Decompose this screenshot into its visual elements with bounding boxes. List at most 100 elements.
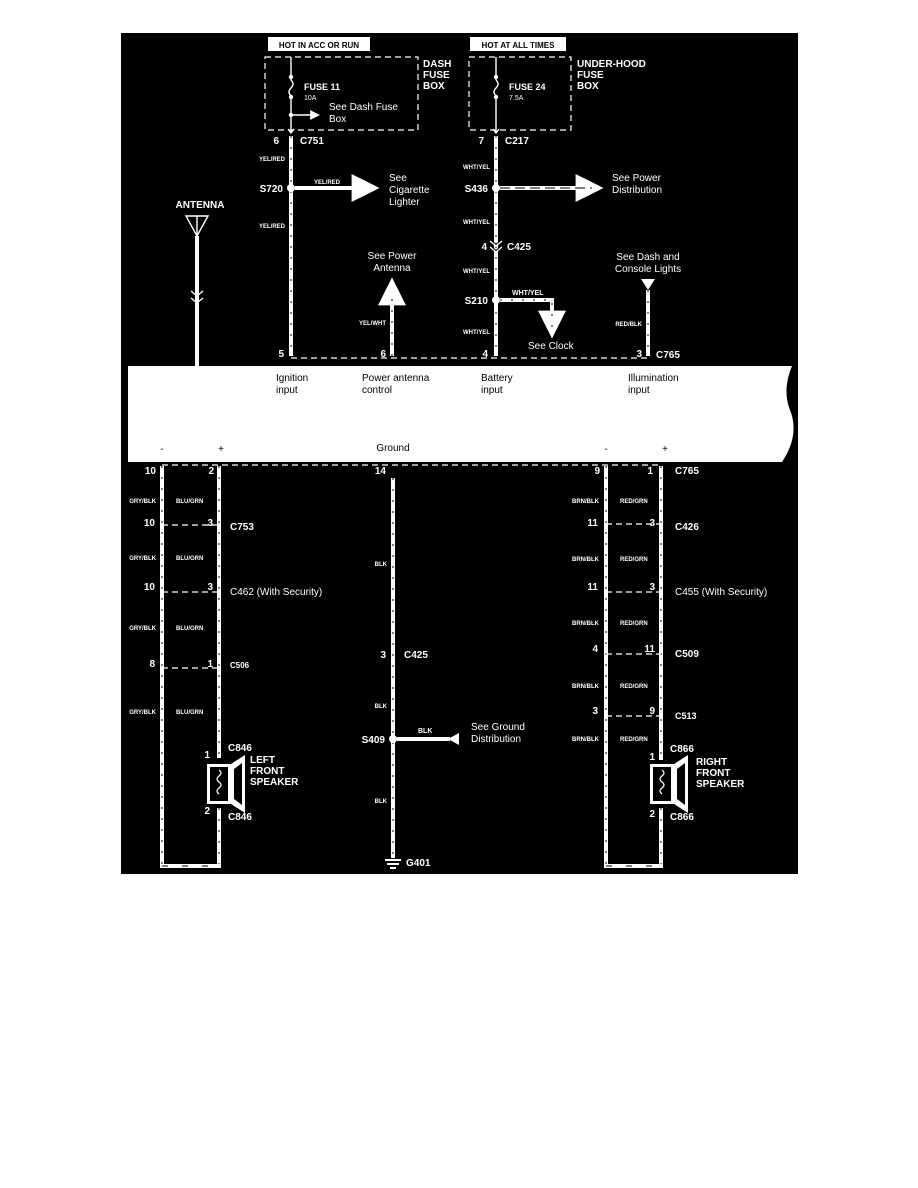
c425-bottom-label: C425: [404, 650, 428, 661]
s436-splice: [492, 184, 500, 192]
s436-see-2: Distribution: [612, 185, 662, 196]
wiring-diagram: HOT IN ACC OR RUN HOT AT ALL TIMES DASH …: [121, 33, 798, 874]
dash-fuse-box-label-1: DASH: [423, 59, 451, 70]
c425-pin-4-label: 4: [481, 242, 487, 253]
c426-pin-3: 3: [649, 518, 655, 529]
c425-top-label: C425: [507, 242, 531, 253]
c846-bottom-label: C846: [228, 812, 252, 823]
c455-label: C455 (With Security): [675, 587, 767, 598]
svg-text:HOT IN ACC OR RUN: HOT IN ACC OR RUN: [279, 41, 359, 50]
right-pos-wire-label-4: RED/GRN: [620, 684, 648, 690]
right-pos-wire-label-1: RED/GRN: [620, 499, 648, 505]
bottom-pin-2: 2: [208, 466, 214, 477]
svg-text:HOT AT ALL TIMES: HOT AT ALL TIMES: [482, 41, 556, 50]
s720-label: S720: [260, 184, 284, 195]
left-speaker-pin-2: 2: [204, 806, 210, 817]
bottom-pin-14: 14: [375, 466, 387, 477]
right-neg-wire-label-1: BRN/BLK: [572, 499, 600, 505]
c506-label: C506: [230, 661, 250, 670]
left-pos-wire-label-2: BLU/GRN: [176, 556, 203, 562]
right-neg-wire-label-3: BRN/BLK: [572, 621, 600, 627]
s720-splice: [287, 184, 295, 192]
illumination-input-label-2: input: [628, 385, 650, 396]
illumination-input-label-1: Illumination: [628, 373, 679, 384]
blk-wire-label-2: BLK: [375, 704, 388, 710]
battery-input-label-1: Battery: [481, 373, 513, 384]
acc-power-label: HOT IN ACC OR RUN: [268, 37, 370, 51]
fuse-11-name: FUSE 11: [304, 82, 340, 92]
c751-label: C751: [300, 136, 324, 147]
c765-bottom-label: C765: [675, 466, 699, 477]
clock-see-label: See Clock: [528, 341, 575, 352]
wiring-diagram-svg: HOT IN ACC OR RUN HOT AT ALL TIMES DASH …: [128, 37, 794, 869]
c462-pin-10: 10: [144, 582, 156, 593]
c513-pin-9: 9: [649, 706, 655, 717]
yel-red-wire-label-2: YEL/RED: [259, 224, 286, 230]
left-speaker-pin-1: 1: [204, 750, 210, 761]
left-minus-label: -: [160, 444, 163, 455]
yel-wht-wire-label: YEL/WHT: [359, 321, 386, 327]
fuse-24-name: FUSE 24: [509, 82, 546, 92]
blk-wire-label-1: BLK: [375, 562, 388, 568]
left-neg-wire-label-3: GRY/BLK: [129, 626, 156, 632]
s409-label: S409: [362, 735, 386, 746]
ground-label: Ground: [376, 443, 409, 454]
power-antenna-see-2: Antenna: [373, 263, 411, 274]
top-pin-3: 3: [636, 349, 642, 360]
c426-pin-11: 11: [587, 518, 598, 529]
red-blk-wire-label: RED/BLK: [615, 322, 642, 328]
c866-top-label: C866: [670, 744, 694, 755]
left-speaker-icon: [207, 755, 245, 813]
bottom-pin-9: 9: [594, 466, 600, 477]
fuse-11-icon: [288, 79, 294, 97]
ground-see-2: Distribution: [471, 734, 521, 745]
c509-label: C509: [675, 649, 699, 660]
antenna-label: ANTENNA: [176, 200, 225, 211]
illum-see-1: See Dash and: [616, 252, 679, 263]
yel-red-wire-label-1: YEL/RED: [259, 157, 286, 163]
illum-arrow-icon: [641, 279, 655, 290]
fuse-11-rating: 10A: [304, 95, 317, 102]
right-neg-wire-label-4: BRN/BLK: [572, 684, 600, 690]
c513-pin-3: 3: [592, 706, 598, 717]
ignition-input-label-2: input: [276, 385, 298, 396]
s720-see-1: See: [389, 173, 407, 184]
fuse-11-see-1: See Dash Fuse: [329, 102, 398, 113]
c846-top-label: C846: [228, 743, 252, 754]
c426-label: C426: [675, 522, 699, 533]
dash-fuse-box: [264, 56, 419, 131]
s210-label: S210: [465, 296, 489, 307]
bottom-pin-1: 1: [647, 466, 653, 477]
s720-wire-label: YEL/RED: [314, 180, 341, 186]
right-pos-wire-label-5: RED/GRN: [620, 737, 648, 743]
right-plus-label: +: [662, 444, 668, 455]
s436-see-1: See Power: [612, 173, 662, 184]
antenna-control-label-2: control: [362, 385, 392, 396]
radio-body: [128, 366, 794, 462]
pin-7-label: 7: [478, 136, 484, 147]
c462-pin-3: 3: [207, 582, 213, 593]
left-pos-wire-label-3: BLU/GRN: [176, 626, 203, 632]
ignition-input-label-1: Ignition: [276, 373, 308, 384]
c455-pin-3: 3: [649, 582, 655, 593]
c765-top-label: C765: [656, 350, 680, 361]
left-pos-wire-label-4: BLU/GRN: [176, 710, 203, 716]
c513-label: C513: [675, 711, 697, 721]
right-pos-wire-label-2: RED/GRN: [620, 557, 648, 563]
right-neg-wire-label-2: BRN/BLK: [572, 557, 600, 563]
always-power-label: HOT AT ALL TIMES: [470, 37, 566, 51]
top-pin-4: 4: [482, 349, 488, 360]
left-speaker-label-1: LEFT: [250, 755, 275, 766]
left-pos-wire-label-1: BLU/GRN: [176, 499, 203, 505]
right-speaker-icon: [650, 755, 688, 813]
fuse-24-icon: [493, 79, 499, 97]
dash-fuse-box-label-3: BOX: [423, 81, 445, 92]
left-neg-wire-label-4: GRY/BLK: [129, 710, 156, 716]
s409-wire-label: BLK: [418, 728, 432, 735]
c217-label: C217: [505, 136, 529, 147]
right-minus-label: -: [604, 444, 607, 455]
left-plus-label: +: [218, 444, 224, 455]
power-antenna-see-1: See Power: [368, 251, 418, 262]
underhood-fuse-box: [468, 56, 572, 131]
pin-6-label: 6: [273, 136, 279, 147]
